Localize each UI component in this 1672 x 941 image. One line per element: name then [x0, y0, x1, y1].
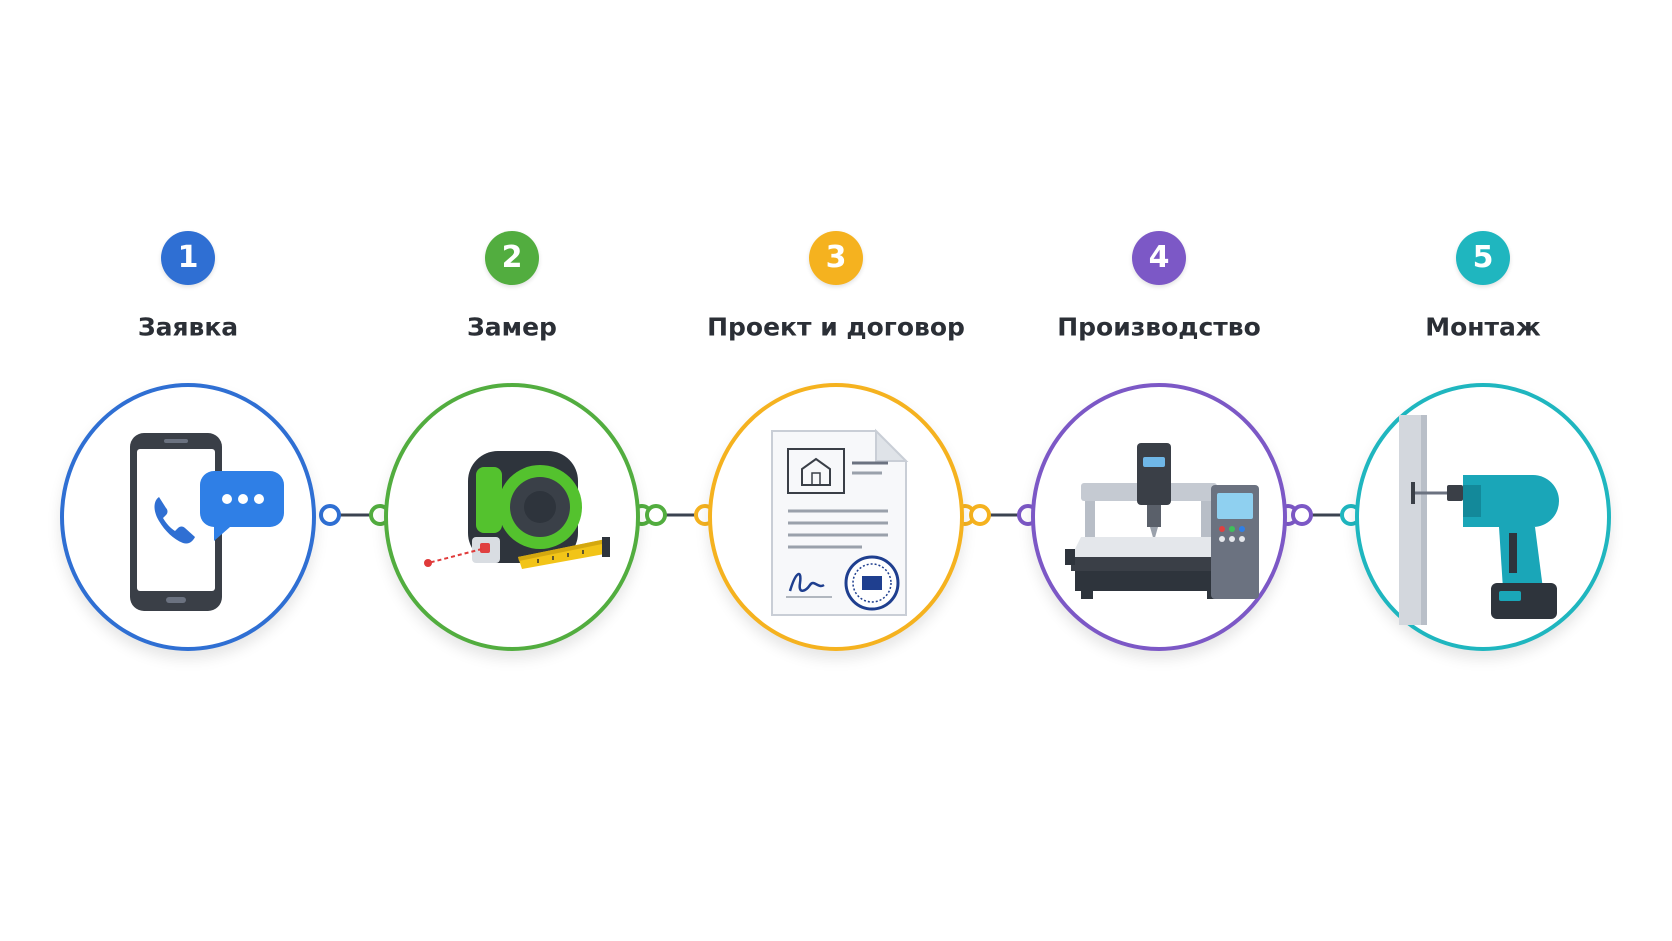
- connector-3-4: [954, 504, 1039, 526]
- step-5-circle: [1355, 383, 1611, 651]
- step-1-circle: [60, 383, 316, 651]
- tape-measure-icon: [424, 451, 610, 569]
- step-4-label: Производство: [1057, 312, 1261, 342]
- step-3-circle: [708, 383, 964, 651]
- step-2-label: Замер: [467, 312, 557, 342]
- step-5-label: Монтаж: [1425, 312, 1541, 342]
- step-4-circle: [1031, 383, 1287, 651]
- connector-4-5: [1277, 504, 1362, 526]
- step-3-label: Проект и договор: [707, 312, 965, 342]
- step-3-badge: 3: [809, 231, 863, 285]
- drill-icon: [1399, 415, 1559, 625]
- connector-1-2: [319, 504, 391, 526]
- cnc-machine-icon: [1065, 443, 1259, 599]
- step-2-badge: 2: [485, 231, 539, 285]
- phone-chat-icon: [130, 433, 284, 611]
- step-2-circle: [384, 383, 640, 651]
- contract-document-icon: [771, 428, 909, 616]
- connector-2-3: [631, 504, 716, 526]
- step-4-badge: 4: [1132, 231, 1186, 285]
- step-1-badge: 1: [161, 231, 215, 285]
- step-5-badge: 5: [1456, 231, 1510, 285]
- step-1-label: Заявка: [137, 312, 239, 342]
